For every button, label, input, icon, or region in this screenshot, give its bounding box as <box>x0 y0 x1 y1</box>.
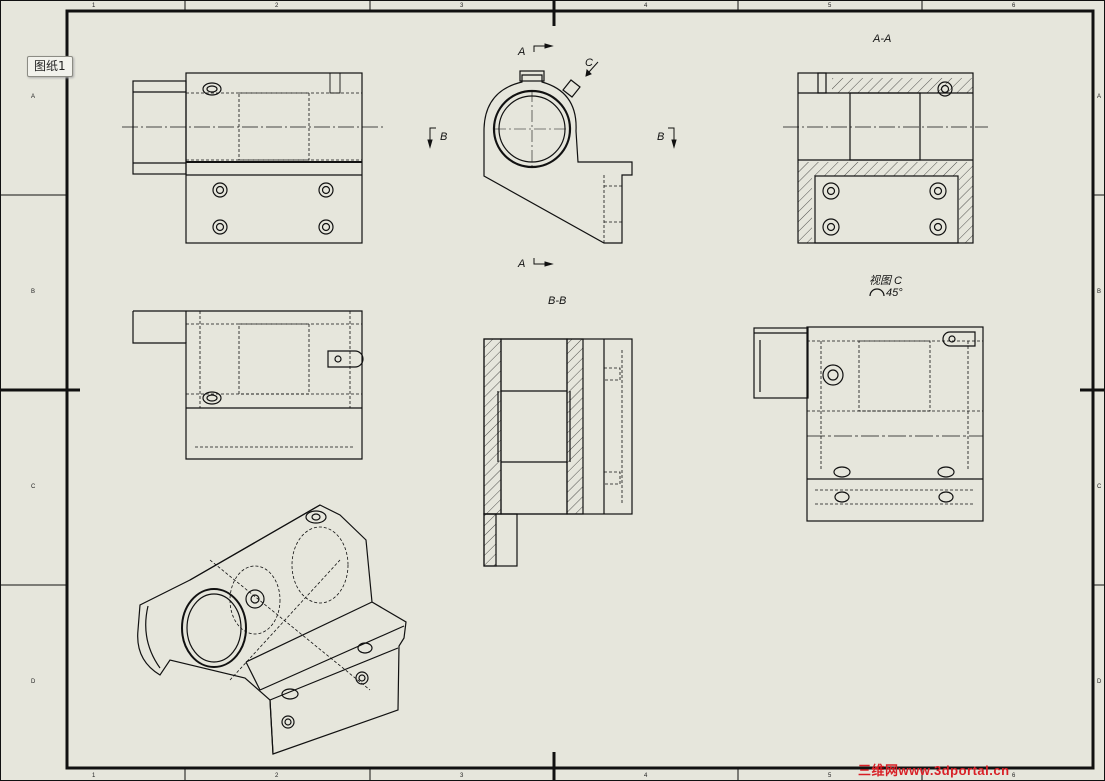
section-b-label-left: B <box>440 131 447 143</box>
section-markers <box>427 43 677 267</box>
zone-labels: 1 2 3 4 5 6 1 2 3 4 5 6 A B C D A B C D <box>31 3 1102 779</box>
front-view <box>122 72 383 244</box>
zone-letter-c: C <box>31 484 36 490</box>
isometric-view <box>137 504 407 755</box>
view-c-arrow-label: C <box>585 57 593 69</box>
section-b-label-right: B <box>657 131 664 143</box>
view-c-title: 视图 C <box>869 274 902 287</box>
zone-num-1: 1 <box>92 3 96 9</box>
view-c-rotation: 45° <box>886 287 903 299</box>
zone-num-6b: 6 <box>1012 773 1016 779</box>
zone-letter-b-r: B <box>1097 289 1101 295</box>
view-c <box>753 326 984 522</box>
side-view <box>483 70 633 244</box>
section-aa-title: A-A <box>872 33 891 45</box>
zone-num-4b: 4 <box>644 773 648 779</box>
zone-letter-d-r: D <box>1097 679 1102 685</box>
section-a-label-top: A <box>517 46 525 58</box>
zone-num-4: 4 <box>644 3 648 9</box>
sheet-tab[interactable]: 图纸1 <box>27 56 73 77</box>
zone-num-5b: 5 <box>828 773 832 779</box>
section-aa-view <box>783 72 988 244</box>
section-a-label-bottom: A <box>517 258 525 270</box>
zone-num-3: 3 <box>460 3 464 9</box>
zone-num-6: 6 <box>1012 3 1016 9</box>
front-view-holes <box>212 182 334 235</box>
zone-num-2b: 2 <box>275 773 279 779</box>
zone-num-1b: 1 <box>92 773 96 779</box>
zone-letter-b: B <box>31 289 35 295</box>
zone-letter-d: D <box>31 679 36 685</box>
zone-num-5: 5 <box>828 3 832 9</box>
section-bb-title: B-B <box>548 295 566 307</box>
watermark: 三维网www.3dportal.cn <box>858 763 1010 778</box>
zone-letter-a: A <box>31 94 35 100</box>
top-view <box>132 310 364 460</box>
zone-letter-c-r: C <box>1097 484 1102 490</box>
zone-letter-a-r: A <box>1097 94 1101 100</box>
section-bb-view <box>483 338 633 567</box>
zone-num-3b: 3 <box>460 773 464 779</box>
rotation-icon <box>869 288 885 297</box>
zone-num-2: 2 <box>275 3 279 9</box>
